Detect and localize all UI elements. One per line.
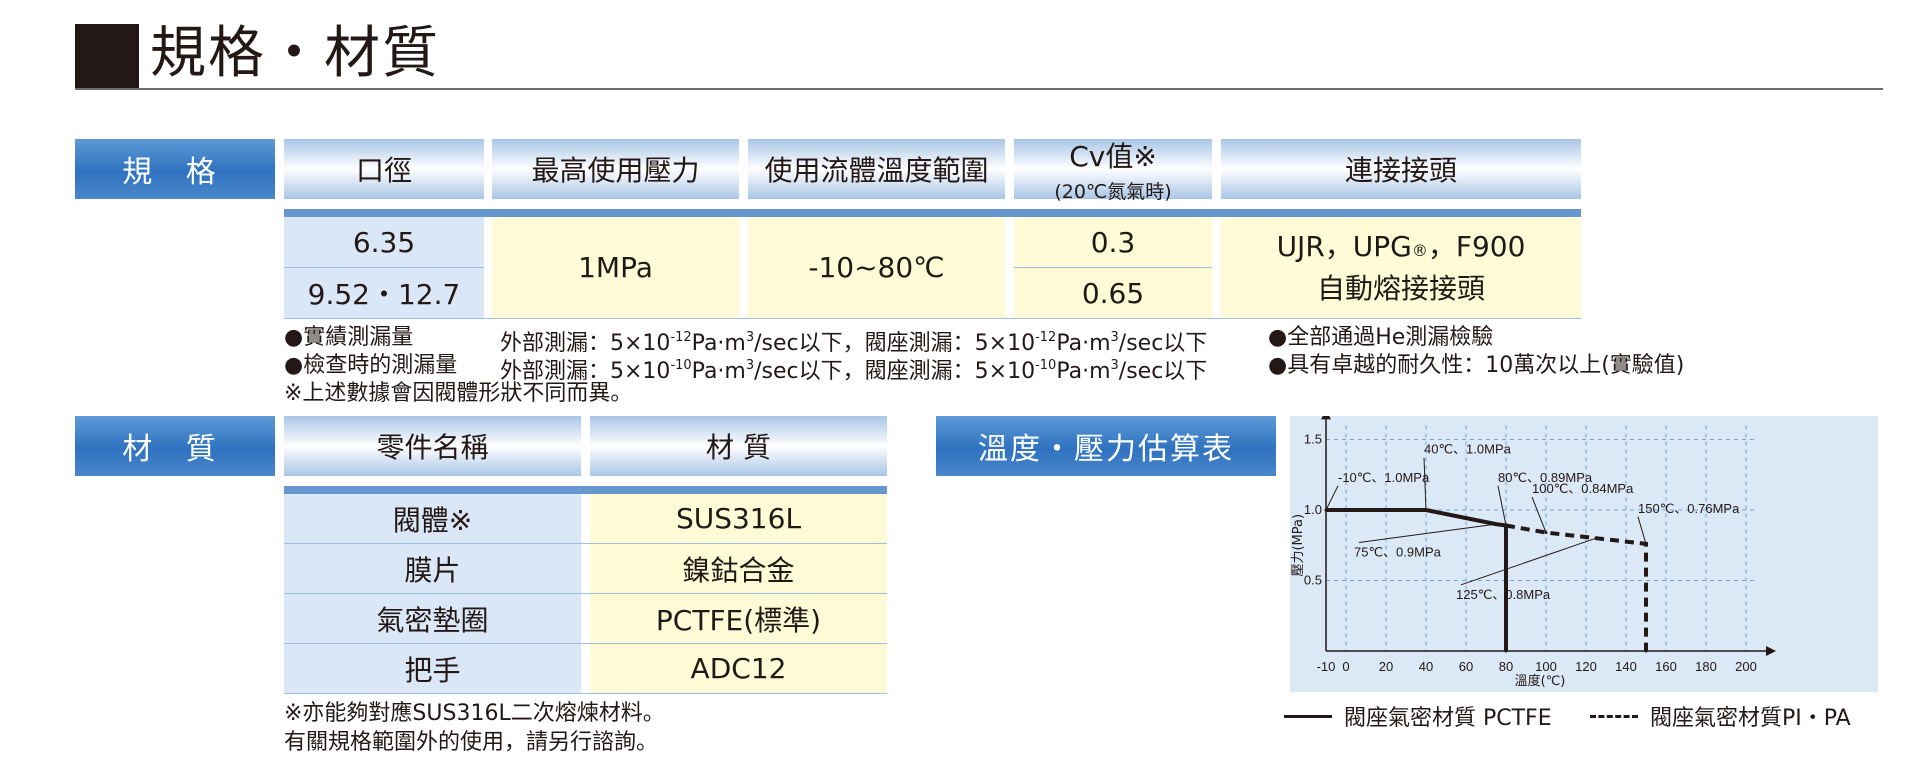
header-temp-range: 使用流體溫度範圍 xyxy=(748,139,1005,199)
part-name-cell: 把手 xyxy=(284,644,581,693)
row-divider xyxy=(1014,267,1212,268)
solid-line-swatch xyxy=(1284,714,1332,718)
header-bore: 口徑 xyxy=(284,139,484,199)
x-tick-label: 0 xyxy=(1342,659,1349,674)
x-axis-arrow xyxy=(1766,646,1776,656)
y-tick-label: 0.5 xyxy=(1304,573,1322,588)
leader-line xyxy=(1358,523,1497,544)
x-axis-label: 溫度(℃) xyxy=(1515,673,1566,689)
connection-value: UJR，UPG®，F900 自動熔接接頭 xyxy=(1221,217,1581,318)
leader-line xyxy=(1497,485,1507,526)
leader-line xyxy=(1531,496,1547,533)
material-cell: SUS316L xyxy=(590,494,887,543)
x-tick-label: 80 xyxy=(1499,659,1513,674)
legend-pctfe: 閥座氣密材質 PCTFE xyxy=(1284,700,1552,732)
legend-pi-pa: 閥座氣密材質PI・PA xyxy=(1590,700,1851,732)
data-label: 80℃、0.89MPa xyxy=(1498,470,1593,485)
material-note-2: 有關規格範圍外的使用，請另行諮詢。 xyxy=(284,730,659,755)
material-cell: PCTFE(標準) xyxy=(590,594,887,643)
x-tick-label: 160 xyxy=(1655,659,1677,674)
header-part-name: 零件名稱 xyxy=(284,416,581,476)
row-divider xyxy=(284,643,887,644)
leader-line xyxy=(1637,516,1647,544)
temperature-pressure-chart: -10 0 20 40 60 80 100 120 140 160 180 200 0.5 1.0 1.5 溫… xyxy=(1291,416,1776,689)
leak-note-1-values: 外部測漏：5×10-12Pa·m3/sec以下，閥座測漏：5×10-12Pa·m… xyxy=(500,330,1208,356)
material-note-1: ※亦能夠對應SUS316L二次熔煉材料。 xyxy=(284,701,665,726)
x-tick-label: 100 xyxy=(1535,659,1557,674)
x-tick-label: 120 xyxy=(1575,659,1597,674)
data-label: 40℃、1.0MPa xyxy=(1424,442,1512,457)
data-label: 125℃、0.8MPa xyxy=(1456,587,1551,602)
header-material: 材 質 xyxy=(590,416,887,476)
leak-note-2-values: 外部測漏：5×10-10Pa·m3/sec以下，閥座測漏：5×10-10Pa·m… xyxy=(500,358,1208,384)
material-cell: ADC12 xyxy=(590,644,887,693)
x-tick-label: 140 xyxy=(1615,659,1637,674)
spec-section-label: 規 格 xyxy=(75,139,275,199)
data-label: -10℃、1.0MPa xyxy=(1338,470,1430,485)
he-test-note: ●全部通過He測漏檢驗 xyxy=(1268,325,1494,350)
y-axis-label: 壓力(MPa) xyxy=(1291,514,1306,577)
chart-section-label: 溫度・壓力估算表 xyxy=(936,416,1276,476)
material-section-label: 材 質 xyxy=(75,416,275,476)
leader-line xyxy=(1423,457,1427,511)
y-tick-label: 1.5 xyxy=(1304,432,1322,447)
data-point xyxy=(1494,522,1498,526)
data-point xyxy=(1504,649,1508,653)
x-tick-label: -10 xyxy=(1317,659,1336,674)
data-label: 75℃、0.9MPa xyxy=(1354,545,1442,560)
data-point xyxy=(1504,524,1508,528)
leak-note-2: ●檢查時的測漏量 xyxy=(284,353,458,378)
row-divider xyxy=(284,267,484,268)
data-point xyxy=(1644,649,1648,653)
durability-note: ●具有卓越的耐久性：10萬次以上(實驗值) xyxy=(1268,353,1685,378)
data-label: 100℃、0.84MPa xyxy=(1532,481,1634,496)
title-marker xyxy=(75,24,139,88)
dashed-line-swatch xyxy=(1590,714,1638,718)
x-tick-label: 20 xyxy=(1379,659,1393,674)
header-cv: Cv值※(20℃氮氣時) xyxy=(1014,139,1212,203)
cv-value-2: 0.65 xyxy=(1014,268,1212,318)
y-axis-arrow xyxy=(1321,416,1331,420)
header-connection: 連接接頭 xyxy=(1221,139,1581,199)
x-tick-label: 180 xyxy=(1695,659,1717,674)
y-tick-label: 1.0 xyxy=(1304,502,1322,517)
material-table-rule xyxy=(284,486,887,494)
header-max-pressure: 最高使用壓力 xyxy=(492,139,739,199)
spec-table-rule xyxy=(284,209,1581,217)
bore-row-2: 9.52・12.7 xyxy=(284,268,484,318)
chart-background xyxy=(1290,416,1878,692)
temp-range-value: -10~80℃ xyxy=(748,217,1005,318)
material-table-bottom xyxy=(284,693,887,694)
spec-table-bottom xyxy=(284,318,1581,319)
leader-line xyxy=(1325,485,1339,511)
part-name-cell: 閥體※ xyxy=(284,494,581,543)
max-pressure-value: 1MPa xyxy=(492,217,739,318)
title-divider xyxy=(75,88,1883,90)
row-divider xyxy=(284,543,887,544)
x-tick-label: 60 xyxy=(1459,659,1473,674)
row-divider xyxy=(284,593,887,594)
material-cell: 鎳鈷合金 xyxy=(590,544,887,593)
shape-note: ※上述數據會因閥體形狀不同而異。 xyxy=(284,381,633,406)
part-name-cell: 氣密墊圈 xyxy=(284,594,581,643)
leader-line xyxy=(1460,537,1597,586)
data-label: 150℃、0.76MPa xyxy=(1638,501,1740,516)
cv-value-1: 0.3 xyxy=(1014,217,1212,267)
page-title: 規格・材質 xyxy=(150,21,440,86)
x-tick-label: 40 xyxy=(1419,659,1433,674)
part-name-cell: 膜片 xyxy=(284,544,581,593)
leak-note-1: ●實績測漏量 xyxy=(284,325,414,350)
bore-row-1: 6.35 xyxy=(284,217,484,267)
x-tick-label: 200 xyxy=(1735,659,1757,674)
